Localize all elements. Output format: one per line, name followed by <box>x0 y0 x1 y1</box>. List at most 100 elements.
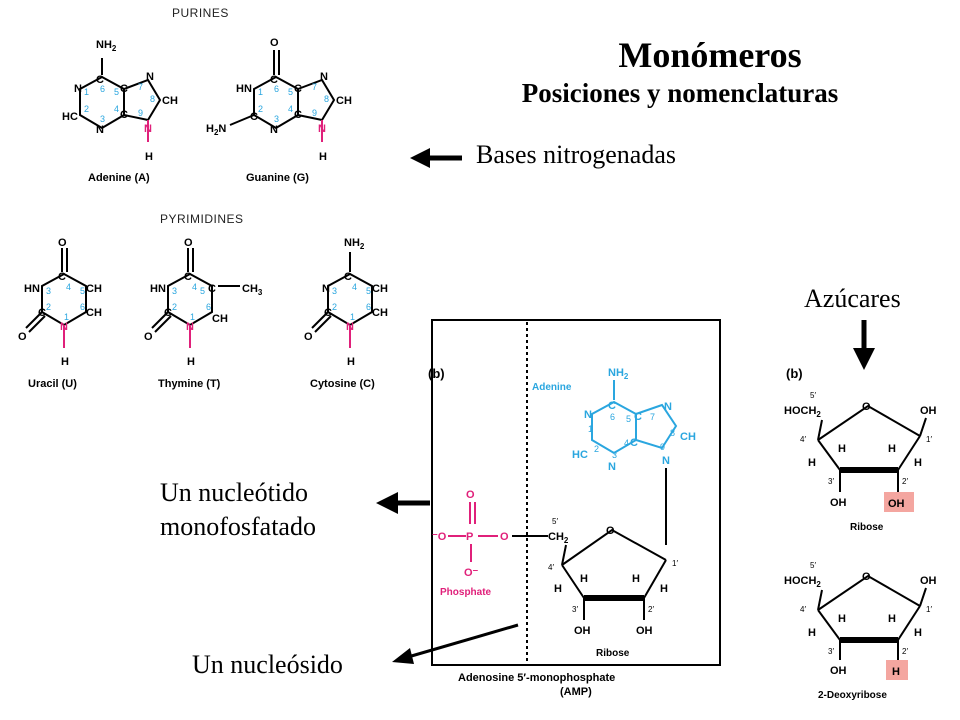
svg-text:3: 3 <box>612 450 617 460</box>
svg-text:8: 8 <box>670 428 675 438</box>
svg-text:1′: 1′ <box>926 435 932 444</box>
svg-text:OH: OH <box>636 625 653 637</box>
nucleosido-label: Un nucleósido <box>192 650 343 679</box>
cytosine-structure: NH2 C N C O N H CH CH 432 165 <box>304 237 388 368</box>
svg-text:2: 2 <box>172 302 177 312</box>
svg-text:HC: HC <box>572 449 588 461</box>
svg-text:6: 6 <box>610 412 615 422</box>
svg-text:7: 7 <box>650 412 655 422</box>
svg-text:2′: 2′ <box>902 477 908 486</box>
svg-text:N: N <box>144 123 152 135</box>
svg-text:8: 8 <box>324 94 329 104</box>
svg-text:3: 3 <box>172 286 177 296</box>
arrow-nucleosido <box>392 623 519 664</box>
nucleotido-label-line2: monofosfatado <box>160 512 316 541</box>
svg-text:9: 9 <box>660 442 665 452</box>
svg-text:H: H <box>888 613 896 625</box>
svg-text:C: C <box>208 283 216 295</box>
svg-text:O: O <box>606 525 615 537</box>
svg-text:1: 1 <box>350 312 355 322</box>
svg-text:NH2: NH2 <box>96 39 117 53</box>
svg-text:O: O <box>184 237 193 249</box>
svg-text:H: H <box>632 573 640 585</box>
panel-b-right: (b) <box>786 366 803 381</box>
svg-text:4: 4 <box>624 438 629 448</box>
svg-text:HN: HN <box>150 283 166 295</box>
svg-text:C: C <box>344 271 352 283</box>
adenine-caption: Adenine (A) <box>88 172 150 184</box>
svg-text:OH: OH <box>574 625 591 637</box>
uracil-caption: Uracil (U) <box>28 378 77 390</box>
svg-text:N: N <box>320 71 328 83</box>
svg-text:N: N <box>96 124 104 136</box>
svg-text:4: 4 <box>114 104 119 114</box>
deoxyribose-h-highlight <box>886 660 908 680</box>
svg-text:4: 4 <box>288 104 293 114</box>
svg-text:5: 5 <box>366 286 371 296</box>
svg-text:1′: 1′ <box>926 605 932 614</box>
svg-text:⁻O: ⁻O <box>432 531 447 543</box>
svg-text:N: N <box>584 409 592 421</box>
ribose-oh-text: OH <box>888 498 905 510</box>
ribose-caption: Ribose <box>850 522 884 533</box>
svg-text:H: H <box>187 356 195 368</box>
svg-text:5: 5 <box>288 87 293 97</box>
svg-text:5: 5 <box>200 286 205 296</box>
svg-text:O: O <box>500 531 509 543</box>
svg-text:1: 1 <box>258 87 263 97</box>
svg-text:CH: CH <box>336 95 352 107</box>
svg-text:O⁻: O⁻ <box>464 567 479 579</box>
arrow-nucleotido <box>376 492 430 514</box>
cytosine-caption: Cytosine (C) <box>310 378 375 390</box>
svg-text:HOCH2: HOCH2 <box>784 575 821 589</box>
svg-text:OH: OH <box>920 575 937 587</box>
adenine-structure: NH2 C N HC N C C N CH N H 612 345 789 <box>62 39 178 163</box>
svg-text:C: C <box>184 271 192 283</box>
svg-text:C: C <box>324 307 332 319</box>
svg-text:6: 6 <box>274 84 279 94</box>
svg-text:O: O <box>144 331 153 343</box>
svg-text:6: 6 <box>80 302 85 312</box>
pyrimidines-heading: PYRIMIDINES <box>160 212 244 226</box>
svg-text:2′: 2′ <box>648 605 654 614</box>
svg-text:2: 2 <box>594 444 599 454</box>
phosphate-structure: O ⁻O P O O⁻ <box>432 489 509 579</box>
svg-text:H: H <box>319 151 327 163</box>
svg-text:NH2: NH2 <box>344 237 365 251</box>
svg-text:P: P <box>466 531 473 543</box>
svg-text:H: H <box>61 356 69 368</box>
svg-text:OH: OH <box>830 665 847 677</box>
deoxyribose-h-text: H <box>892 666 900 678</box>
svg-text:C: C <box>96 74 104 86</box>
svg-text:HN: HN <box>236 83 252 95</box>
svg-text:H: H <box>914 627 922 639</box>
azucares-label: Azúcares <box>804 284 901 313</box>
svg-text:1′: 1′ <box>672 559 678 568</box>
svg-text:4′: 4′ <box>800 435 806 444</box>
svg-text:3′: 3′ <box>828 647 834 656</box>
svg-text:3′: 3′ <box>828 477 834 486</box>
amp-ribose-label: Ribose <box>596 648 630 659</box>
phosphate-label: Phosphate <box>440 587 492 598</box>
page-subtitle: Posiciones y nomenclaturas <box>521 78 839 108</box>
svg-text:N: N <box>186 321 194 333</box>
svg-text:H: H <box>888 443 896 455</box>
svg-text:N: N <box>664 401 672 413</box>
svg-text:H: H <box>660 583 668 595</box>
svg-text:O: O <box>270 37 279 49</box>
svg-text:NH2: NH2 <box>608 367 629 381</box>
svg-text:2: 2 <box>332 302 337 312</box>
svg-text:4: 4 <box>66 282 71 292</box>
svg-text:5′: 5′ <box>552 517 558 526</box>
svg-text:H: H <box>580 573 588 585</box>
deoxyribose-caption: 2-Deoxyribose <box>818 690 887 701</box>
svg-text:5′: 5′ <box>810 561 816 570</box>
svg-text:O: O <box>304 331 313 343</box>
svg-text:HC: HC <box>62 111 78 123</box>
svg-text:N: N <box>74 83 82 95</box>
arrow-azucares <box>853 320 875 370</box>
svg-text:3: 3 <box>332 286 337 296</box>
svg-text:H: H <box>145 151 153 163</box>
ribose-oh-highlight <box>884 492 914 512</box>
